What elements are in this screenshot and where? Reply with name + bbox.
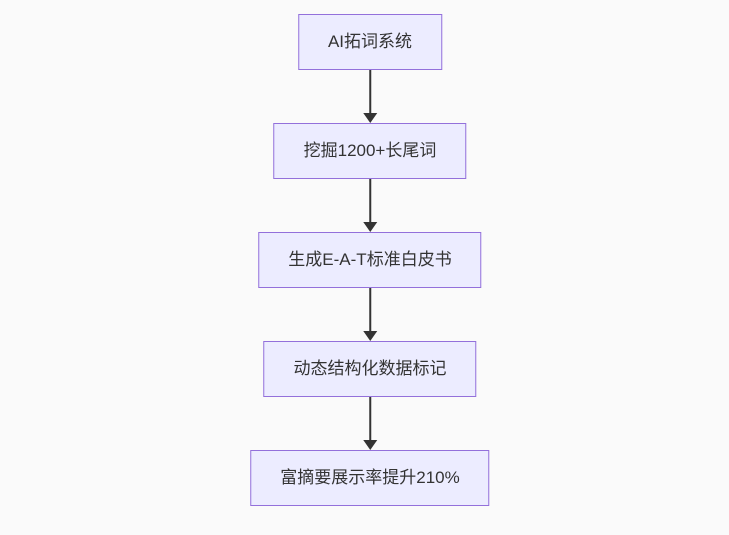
flow-column: AI拓词系统 挖掘1200+长尾词 生成E-A-T标准白皮书 动态结构化数据标记… bbox=[250, 14, 490, 506]
arrow-line bbox=[368, 70, 371, 113]
flow-node-longtail-mining: 挖掘1200+长尾词 bbox=[273, 123, 467, 179]
arrow-line bbox=[368, 397, 371, 440]
flow-node-eat-whitepaper: 生成E-A-T标准白皮书 bbox=[258, 232, 482, 288]
arrowhead-icon bbox=[362, 113, 377, 123]
arrow-down-connector bbox=[362, 288, 377, 341]
arrowhead-icon bbox=[362, 440, 377, 450]
flow-node-ai-keyword-system: AI拓词系统 bbox=[297, 14, 443, 70]
arrow-down-connector bbox=[362, 70, 377, 123]
arrow-line bbox=[368, 288, 371, 331]
flow-node-structured-data-markup: 动态结构化数据标记 bbox=[263, 341, 477, 397]
arrowhead-icon bbox=[362, 222, 377, 232]
arrow-line bbox=[368, 179, 371, 222]
arrowhead-icon bbox=[362, 331, 377, 341]
flow-node-rich-snippet-result: 富摘要展示率提升210% bbox=[250, 450, 490, 506]
arrow-down-connector bbox=[362, 397, 377, 450]
arrow-down-connector bbox=[362, 179, 377, 232]
